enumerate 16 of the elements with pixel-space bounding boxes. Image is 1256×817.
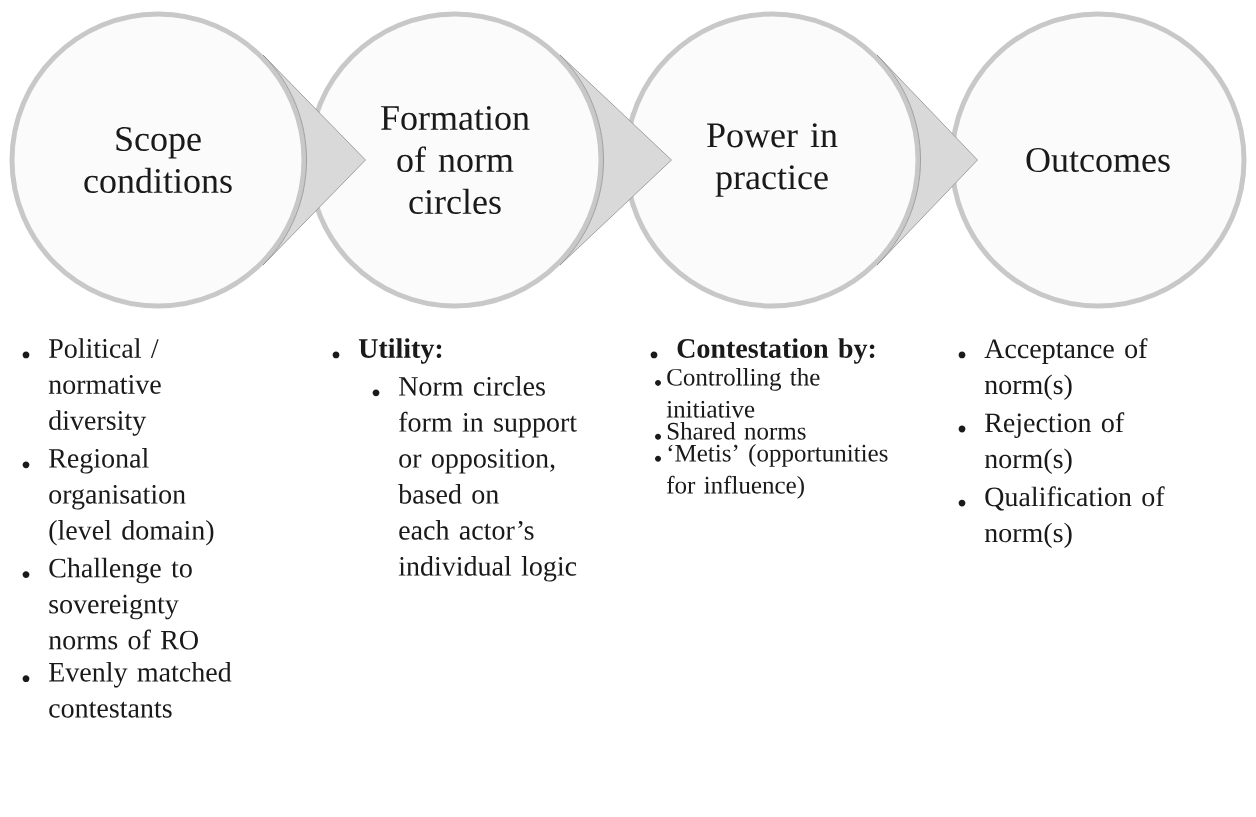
bullet-text: Norm circles form in support or opposition, based on each actor’s individual logic bbox=[398, 376, 577, 582]
bullet-text: Utility: bbox=[358, 338, 442, 364]
bullet-text: Qualification of norm(s) bbox=[984, 486, 1165, 549]
chevron-arrow bbox=[876, 54, 978, 266]
bullet-text: Controlling the initiative bbox=[666, 368, 820, 418]
bullet-text: Evenly matched contestants bbox=[49, 661, 232, 718]
bullet-text: Shared norms bbox=[667, 422, 806, 440]
bullet-text: ‘Metis’ (opportunities for influence) bbox=[667, 444, 888, 499]
bullet-text: Challenge to sovereignty norms of RO bbox=[48, 557, 198, 650]
bullet-text: Rejection of norm(s) bbox=[984, 412, 1125, 474]
chevron-arrow bbox=[262, 54, 366, 266]
bullet-text: Regional organisation (level domain) bbox=[49, 448, 214, 546]
chevron-arrow bbox=[559, 54, 672, 266]
bullet-text: Acceptance of norm(s) bbox=[984, 338, 1148, 400]
bullet-text: Contestation by: bbox=[677, 338, 875, 364]
bullet-text: Political / normative diversity bbox=[48, 338, 161, 436]
